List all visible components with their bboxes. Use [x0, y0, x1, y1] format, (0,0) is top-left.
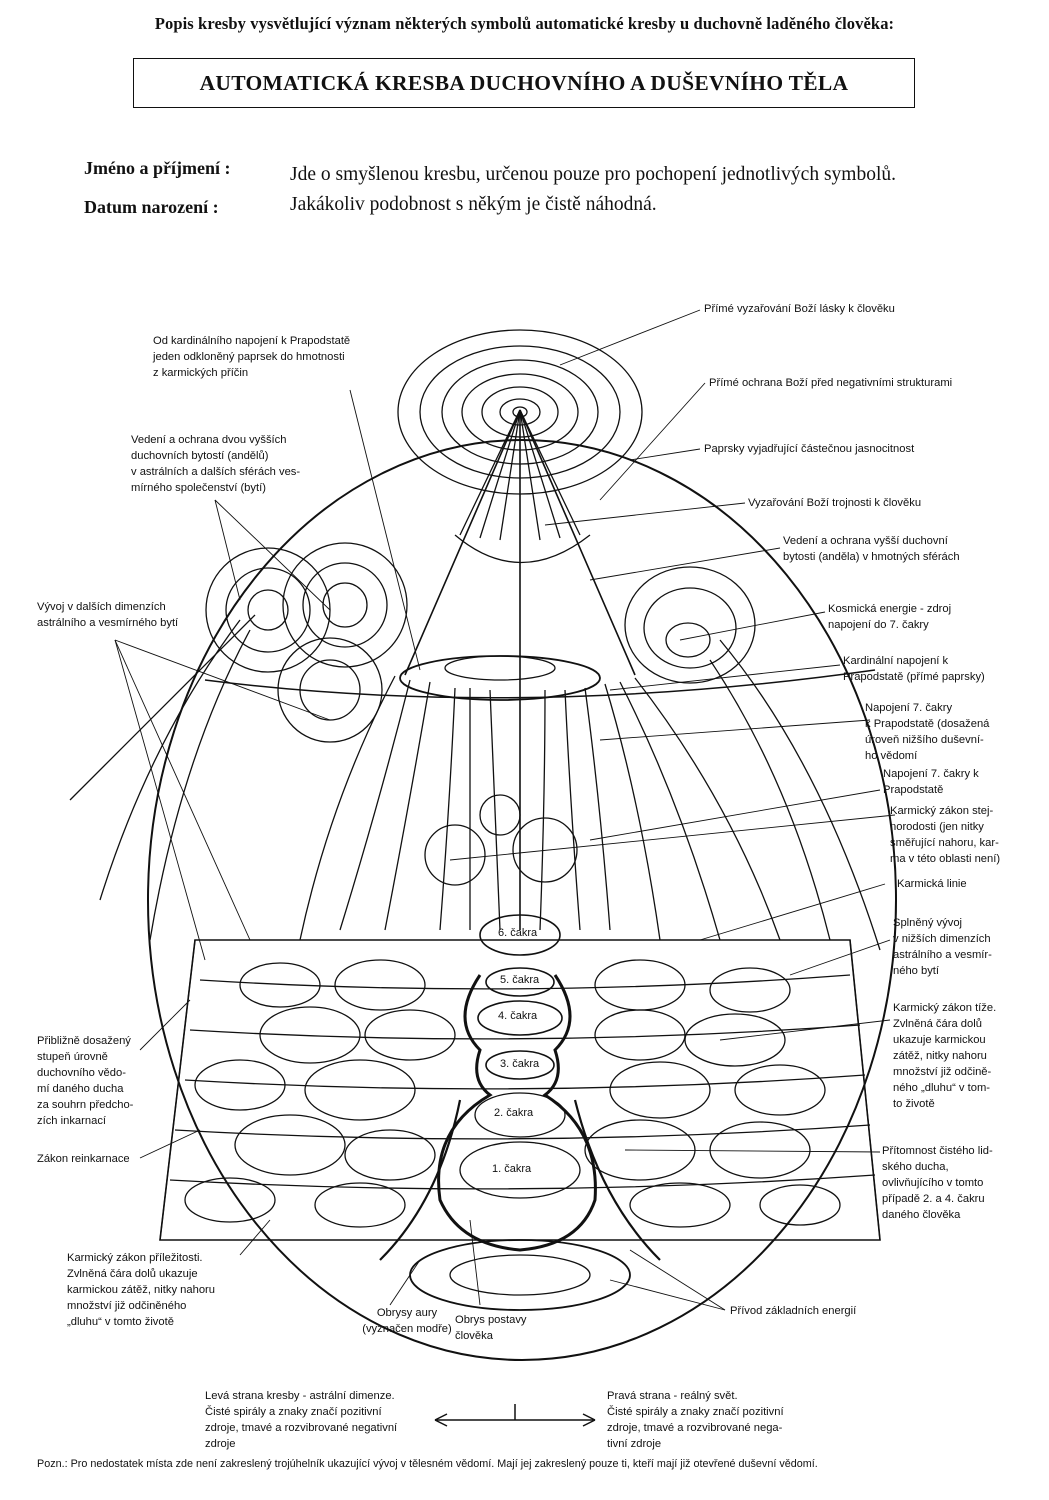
- page-title: AUTOMATICKÁ KRESBA DUCHOVNÍHO A DUŠEVNÍH…: [199, 70, 849, 95]
- annotation-base-energies: Přívod základních energií: [730, 1305, 857, 1317]
- cone: [404, 409, 636, 676]
- annotation-higher-being: Vedení a ochrana vyšší duchovní bytosti …: [783, 535, 960, 563]
- footnote: Pozn.: Pro nedostatek místa zde není zak…: [37, 1458, 818, 1470]
- annotation-cardinal-ray: Od kardinálního napojení k Prapodstatě j…: [153, 335, 351, 379]
- chakra-4-label: 4. čakra: [498, 1010, 538, 1022]
- annotation-body-outline: Obrys postavy člověka: [455, 1314, 527, 1342]
- annotation-aura-outline: Obrysy aury (vyznačen modře): [362, 1307, 452, 1335]
- chakra-5-label: 5. čakra: [500, 974, 540, 986]
- title-box: AUTOMATICKÁ KRESBA DUCHOVNÍHO A DUŠEVNÍH…: [133, 58, 915, 108]
- annotation-opportunity-law: Karmický zákon příležitosti. Zvlněná čár…: [67, 1252, 215, 1328]
- karmic-strings: [299, 675, 781, 941]
- chakra-1-label: 1. čakra: [492, 1163, 532, 1175]
- karmic-lines: [169, 974, 876, 1190]
- aura-outline: [147, 439, 897, 1361]
- annotation-cardinal-connection: Kardinální napojení k Prapodstatě (přímé…: [843, 655, 985, 683]
- chakra-6-label: 6. čakra: [498, 927, 538, 939]
- legend-right-side: Pravá strana - reálný svět. Čisté spirál…: [607, 1390, 784, 1450]
- body-outline: [437, 974, 597, 1252]
- birth-date-label: Datum narození :: [84, 197, 219, 217]
- annotation-rays: Paprsky vyjadřující částečnou jasnocitno…: [704, 443, 915, 455]
- legend-left-side: Levá strana kresby - astrální dimenze. Č…: [205, 1390, 398, 1450]
- annotation-reincarnation: Zákon reinkarnace: [37, 1153, 130, 1165]
- annotation-direct-protection: Přímé ochrana Boží před negativními stru…: [709, 377, 953, 389]
- intro-text: Jde o smyšlenou kresbu, určenou pouze pr…: [290, 164, 897, 215]
- annotation-consciousness-level: Přibližně dosažený stupeň úrovně duchovn…: [37, 1035, 134, 1127]
- annotation-two-angels: Vedení a ochrana dvou vyšších duchovních…: [131, 434, 301, 494]
- annotation-trinity: Vyzařování Boží trojnosti k člověku: [748, 497, 922, 509]
- annotation-cosmic-energy: Kosmická energie - zdroj napojení do 7. …: [828, 603, 952, 631]
- annotation-7th-chakra-a: Napojení 7. čakry k Prapodstatě (dosažen…: [865, 702, 990, 762]
- annotation-pure-spirit: Přítomnost čistého lid- ského ducha, ovl…: [882, 1145, 993, 1221]
- plane-spirals: [184, 959, 841, 1228]
- annotation-homogeneity-law: Karmický zákon stej- norodosti (jen nitk…: [890, 805, 1001, 865]
- page-heading: Popis kresby vysvětlující význam některý…: [154, 14, 895, 33]
- annotation-gravity-law: Karmický zákon tíže. Zvlněná čára dolů u…: [893, 1002, 997, 1110]
- legend-arrow: [434, 1404, 596, 1427]
- name-label: Jméno a příjmení :: [84, 158, 231, 178]
- annotation-direct-radiation: Přímé vyzařování Boží lásky k člověku: [704, 303, 895, 315]
- annotation-fulfilled-development: Splněný vývoj v nižších dimenzích astrál…: [893, 917, 992, 977]
- crown-disc: [399, 655, 601, 701]
- annotation-further-dimensions: Vývoj v dalších dimenzích astrálního a v…: [37, 601, 179, 629]
- pointer-lines: [114, 309, 896, 1311]
- chakra-2-label: 2. čakra: [494, 1107, 534, 1119]
- annotation-7th-chakra-b: Napojení 7. čakry k Prapodstatě: [883, 768, 979, 796]
- annotation-karmic-line: Karmická linie: [897, 878, 967, 890]
- chakra-3-label: 3. čakra: [500, 1058, 540, 1070]
- angel-spiral-right: [624, 566, 756, 684]
